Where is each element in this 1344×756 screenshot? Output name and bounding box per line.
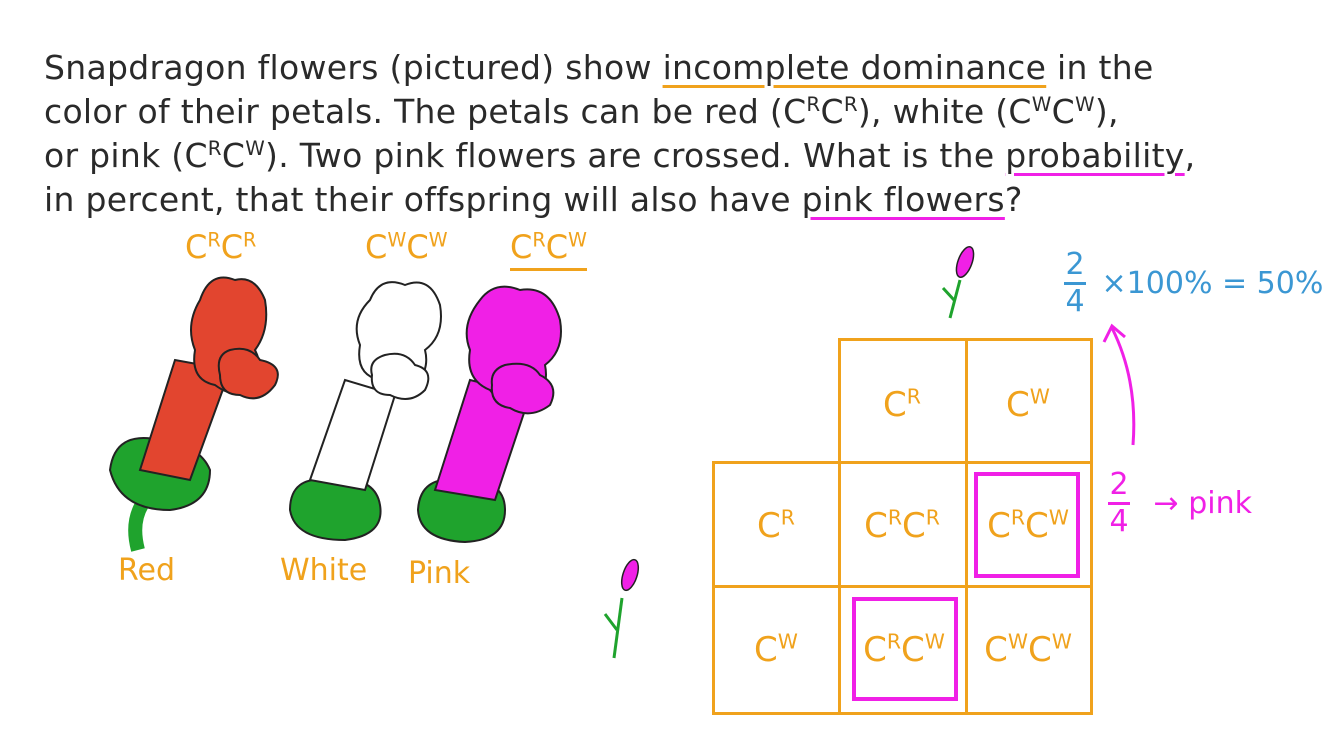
question-text-segment: ). Two pink flowers are crossed. What is… [265, 136, 1006, 175]
red-genotype-label: CRCR [185, 228, 257, 266]
pink-genotype-label: CRCW [510, 228, 588, 271]
question-text: Snapdragon flowers (pictured) show incom… [44, 46, 1314, 222]
probability-underlined: probability [1005, 136, 1185, 175]
incomplete-dominance-underlined: incomplete dominance [662, 48, 1047, 87]
question-text-segment: C [820, 92, 844, 131]
fraction-numerator: 2 [1109, 467, 1129, 502]
question-text-segment: color of their petals. The petals can be… [44, 92, 807, 131]
pink-flowers-underlined: pink flowers [801, 180, 1005, 219]
question-text-segment: ? [1004, 180, 1023, 219]
allele-superscript: R [806, 93, 821, 116]
question-text-segment: in percent, that their offspring will al… [44, 180, 802, 219]
allele-superscript: R [843, 93, 858, 116]
pink-flower-label: Pink [408, 556, 471, 591]
small-pink-flower-icon-left [603, 558, 640, 659]
offspring-genotype-rr: CRCR [864, 505, 940, 546]
fraction-denominator: 4 [1065, 284, 1085, 319]
white-flower-label: White [280, 553, 368, 588]
question-text-segment: C [1051, 92, 1075, 131]
pink-offspring-highlight [974, 472, 1080, 578]
fraction-bar [1064, 282, 1086, 285]
question-line-2: color of their petals. The petals can be… [44, 90, 1314, 134]
question-text-segment: or pink (C [44, 136, 208, 175]
question-text-segment: C [221, 136, 246, 175]
question-line-3: or pink (CRCW). Two pink flowers are cro… [44, 134, 1314, 178]
calc-text: ×100% = 50% [1101, 266, 1324, 301]
question-line-4: in percent, that their offspring will al… [44, 178, 1314, 222]
question-text-segment: , [1184, 136, 1196, 175]
pink-fraction-result: 2 4 → pink [1108, 470, 1252, 537]
side-header-allele-w: CW [754, 629, 798, 670]
red-flower-label: Red [118, 553, 175, 588]
allele-superscript: W [245, 137, 266, 160]
question-text-segment: Snapdragon flowers (pictured) show [44, 48, 663, 87]
pink-label: → pink [1153, 486, 1252, 521]
top-header-allele-w: CW [1006, 384, 1050, 425]
fraction-numerator: 2 [1065, 247, 1085, 282]
pink-fraction: 2 4 [1108, 470, 1130, 537]
question-line-1: Snapdragon flowers (pictured) show incom… [44, 46, 1314, 90]
question-text-segment: ), [1094, 92, 1119, 131]
fraction-bar [1108, 502, 1130, 505]
pink-offspring-highlight [852, 597, 958, 701]
probability-calculation: 2 4 ×100% = 50% [1064, 250, 1323, 317]
white-genotype-label: CWCW [365, 228, 448, 266]
pink-snapdragon-illustration [416, 285, 562, 544]
allele-superscript: W [1074, 93, 1095, 116]
red-snapdragon-illustration [108, 276, 279, 552]
white-snapdragon-illustration [288, 281, 442, 542]
allele-superscript: R [207, 137, 222, 160]
question-text-segment: in the [1046, 48, 1154, 87]
punnett-cell [965, 585, 1093, 715]
offspring-genotype-ww: CWCW [984, 629, 1072, 670]
up-arrow-icon [1102, 323, 1136, 446]
fraction-denominator: 4 [1109, 504, 1129, 539]
top-header-allele-r: CR [883, 384, 921, 425]
side-header-allele-r: CR [757, 505, 795, 546]
offspring-genotype-rw: CRCW [863, 629, 945, 670]
small-pink-flower-icon-top [941, 246, 975, 319]
calc-fraction: 2 4 [1064, 250, 1086, 317]
allele-superscript: W [1031, 93, 1052, 116]
offspring-genotype-rw: CRCW [987, 505, 1069, 546]
question-text-segment: ), white (C [857, 92, 1032, 131]
